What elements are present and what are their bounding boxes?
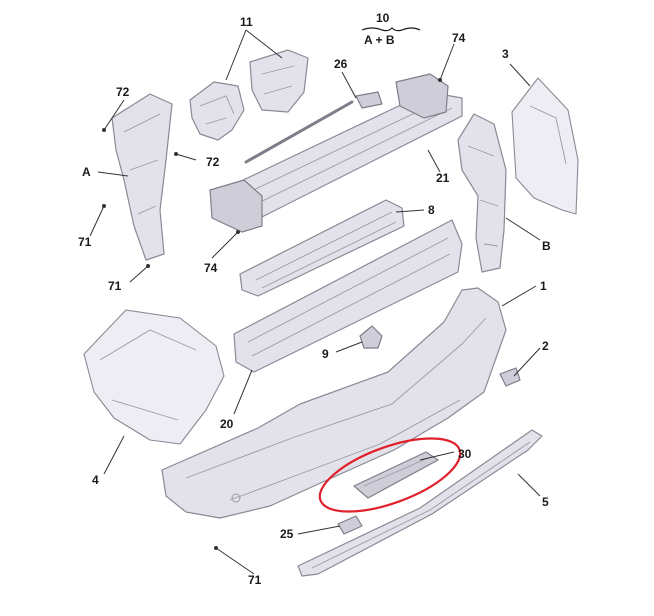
part-26-cable bbox=[244, 91, 383, 164]
part-21-crossbeam bbox=[209, 73, 463, 233]
callout-A: A bbox=[82, 165, 91, 179]
callout-10-brace bbox=[361, 27, 421, 32]
part-A-left-bracket bbox=[111, 93, 173, 261]
callout-74-top: 74 bbox=[452, 31, 466, 45]
callout-5: 5 bbox=[542, 495, 549, 509]
part-8-absorber bbox=[239, 199, 405, 297]
part-2-bracket bbox=[499, 367, 521, 387]
callout-10: 10 bbox=[376, 11, 390, 25]
part-9-clip bbox=[359, 325, 383, 349]
leader-lines bbox=[89, 29, 541, 575]
callout-74-left: 74 bbox=[204, 261, 218, 275]
highlight-ellipse bbox=[318, 437, 462, 513]
part-B-right-bracket bbox=[457, 113, 507, 273]
callout-11: 11 bbox=[240, 15, 253, 29]
callout-labels: 11 10 A + B 26 74 3 72 72 A 71 71 21 8 7… bbox=[78, 11, 551, 587]
callout-B: B bbox=[542, 239, 551, 253]
callout-20: 20 bbox=[220, 417, 234, 431]
callout-71-mid: 71 bbox=[108, 279, 122, 293]
part-11-brackets bbox=[189, 49, 309, 141]
part-4-left-panel bbox=[83, 309, 225, 445]
callout-71-left: 71 bbox=[78, 235, 92, 249]
callout-9: 9 bbox=[322, 347, 329, 361]
part-20-absorber bbox=[233, 219, 463, 373]
part-1-bumper-cover bbox=[161, 287, 507, 519]
callout-30: 30 bbox=[458, 447, 472, 461]
callout-26: 26 bbox=[334, 57, 348, 71]
callout-4: 4 bbox=[92, 473, 99, 487]
leader-dots bbox=[102, 78, 442, 550]
part-3-right-panel bbox=[511, 77, 579, 215]
callout-71-bottom: 71 bbox=[248, 573, 262, 587]
callout-72-mid: 72 bbox=[206, 155, 220, 169]
callout-72-top: 72 bbox=[116, 85, 130, 99]
callout-3: 3 bbox=[502, 47, 509, 61]
callout-21: 21 bbox=[436, 171, 450, 185]
callout-2: 2 bbox=[542, 339, 549, 353]
callout-1: 1 bbox=[540, 279, 547, 293]
part-30-bracket bbox=[353, 451, 439, 499]
part-5-trim-strip bbox=[297, 429, 543, 577]
part-25-clip bbox=[337, 515, 363, 535]
callout-25: 25 bbox=[280, 527, 294, 541]
callout-8: 8 bbox=[428, 203, 435, 217]
callout-10-sub: A + B bbox=[364, 33, 395, 47]
